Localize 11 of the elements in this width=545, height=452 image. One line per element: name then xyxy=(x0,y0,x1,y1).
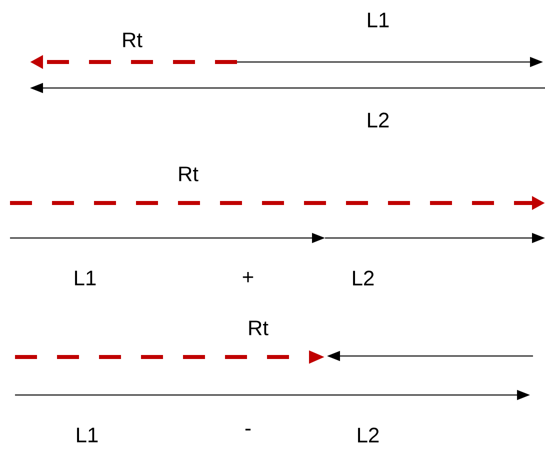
vector-label: L1 xyxy=(368,12,389,28)
vector-label: - xyxy=(245,428,251,430)
vector-label: L1 xyxy=(77,428,98,442)
vector-label: L2 xyxy=(358,428,379,442)
vector-label: + xyxy=(242,272,254,282)
vector-label: L2 xyxy=(353,270,374,286)
vector-label: Rt xyxy=(123,32,142,48)
vector-label: L2 xyxy=(368,112,389,128)
vector-label: Rt xyxy=(179,166,198,182)
vector-label: Rt xyxy=(249,320,268,336)
vector-label: L1 xyxy=(75,270,96,286)
